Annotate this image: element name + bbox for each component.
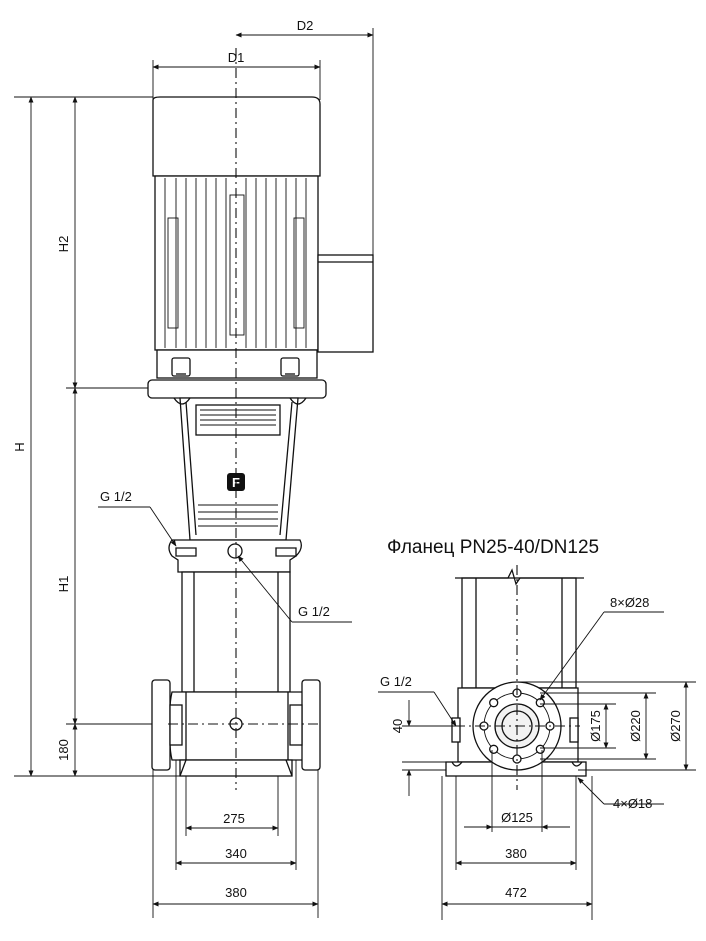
dim-h1-label: H1: [56, 576, 71, 593]
flange-view: Фланец PN25-40/DN125: [387, 537, 599, 790]
dim-d2-label: D2: [297, 18, 314, 33]
flange-title: Фланец PN25-40/DN125: [387, 537, 599, 558]
pump-base-housing: [169, 691, 305, 761]
dim-d1-label: D1: [228, 50, 245, 65]
flange-g-label: G 1/2: [380, 674, 412, 689]
pump-column: [461, 577, 577, 689]
holes-8-label: 8×Ø28: [610, 595, 649, 610]
d270-label: Ø270: [668, 710, 683, 742]
d220-label: Ø220: [628, 710, 643, 742]
outlet-flange: [301, 679, 321, 771]
flange-380-label: 380: [505, 846, 527, 861]
break-line: [455, 568, 584, 586]
side-dimensions: D1 D2 H H2 H1 180 G 1/2 G 1/2: [12, 18, 374, 918]
d125-label: Ø125: [501, 810, 533, 825]
flange-dimensions: 8×Ø28 G 1/2 Ø175 Ø220 Ø270 40 4×Ø18: [378, 595, 696, 920]
motor-flange: [147, 379, 327, 399]
dim-h2-label: H2: [56, 236, 71, 253]
dim-340-label: 340: [225, 846, 247, 861]
dim-380-side-label: 380: [225, 885, 247, 900]
pump-side-view: F: [147, 48, 374, 790]
d175-label: Ø175: [588, 710, 603, 742]
g-left-label: G 1/2: [100, 489, 132, 504]
holes-4-label: 4×Ø18: [613, 796, 652, 811]
h40-label: 40: [390, 719, 405, 733]
dim-180-label: 180: [56, 739, 71, 761]
flange-472-label: 472: [505, 885, 527, 900]
inlet-flange: [151, 679, 171, 771]
motor-fins: [164, 178, 307, 348]
terminal-box: [317, 254, 374, 353]
dim-275-label: 275: [223, 811, 245, 826]
vent-plug: [227, 543, 243, 559]
g-right-label: G 1/2: [298, 604, 330, 619]
dim-h-label: H: [12, 442, 27, 451]
motor-base: [156, 349, 318, 379]
